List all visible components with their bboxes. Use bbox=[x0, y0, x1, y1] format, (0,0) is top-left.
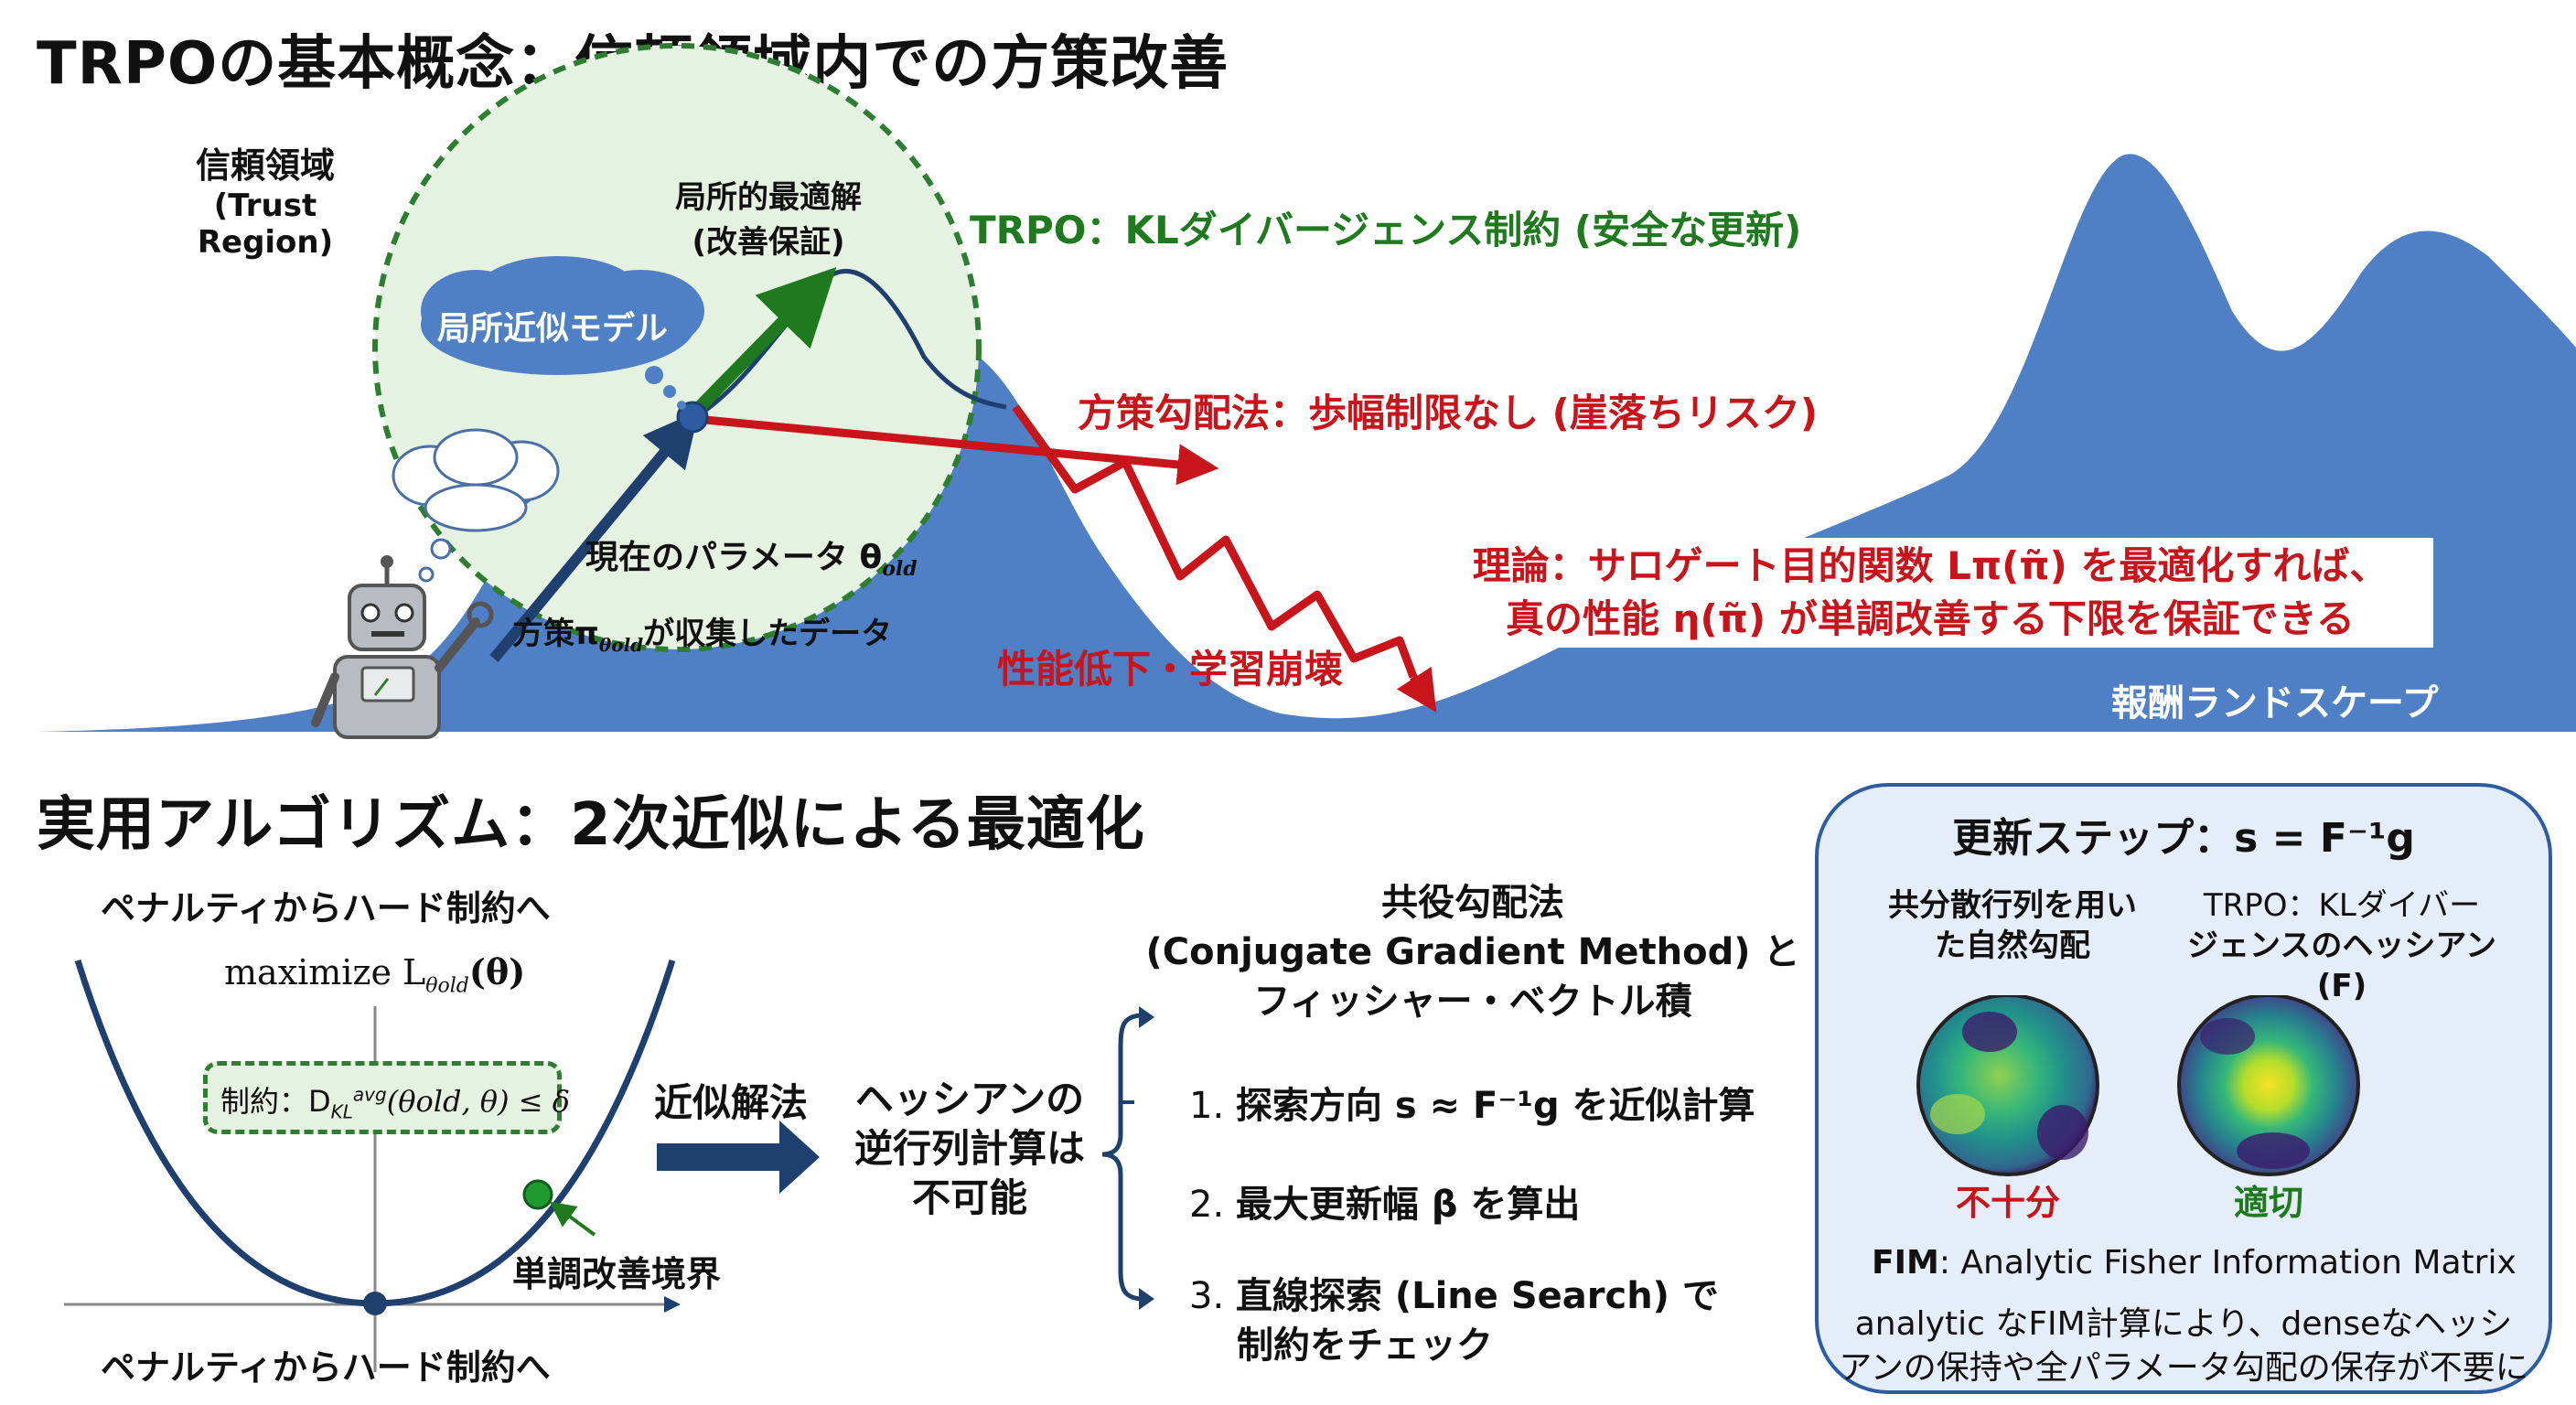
panel-left-label: 共分散行列を用い た自然勾配 bbox=[1888, 887, 2137, 964]
approx-arrow bbox=[657, 1121, 820, 1194]
heatmap-right bbox=[2177, 995, 2360, 1176]
appropriate-label: 適切 bbox=[2233, 1183, 2303, 1223]
landscape-label: 報酬ランドスケープ bbox=[2111, 682, 2439, 724]
approx-method-label: 近似解法 bbox=[654, 1080, 809, 1125]
step-2: 2. 最大更新幅 β を算出 bbox=[1189, 1184, 1581, 1226]
boundary-label: 単調改善境界 bbox=[512, 1254, 722, 1294]
insufficient-label: 不十分 bbox=[1955, 1183, 2060, 1223]
panel-title: 更新ステップ：s = F⁻¹g bbox=[1952, 815, 2415, 862]
heatmaps bbox=[1916, 995, 2360, 1176]
collapse-zigzag bbox=[1012, 404, 1418, 679]
panel-right-label: TRPO：KLダイバー ジェンスのヘッシアン (F) bbox=[2187, 887, 2496, 1004]
trust-region-label: 信頼領域 (Trust Region) bbox=[195, 145, 335, 261]
theory-box: 理論：サロゲート目的関数 Lπ(π̃) を最適化すれば、 真の性能 η(π̃) … bbox=[1427, 538, 2433, 648]
trpo-arrow bbox=[688, 266, 837, 418]
penalty-top-label: ペナルティからハード制約へ bbox=[101, 888, 551, 928]
boundary-pointer bbox=[549, 1201, 596, 1237]
cg-bracket bbox=[1101, 1013, 1144, 1302]
bottom-title: 実用アルゴリズム：2次近似による最適化 bbox=[37, 791, 1145, 859]
heatmap-left bbox=[1916, 995, 2099, 1176]
constraint-box: 制約：DKLavg(θold, θ) ≤ δ bbox=[203, 1061, 570, 1134]
policy-data-label: 方策πθoldが収集したデータ bbox=[512, 616, 893, 656]
speech-cloud-icon bbox=[421, 256, 704, 410]
param-arrow bbox=[489, 410, 700, 662]
step-1: 1. 探索方向 s ≈ F⁻¹g を近似計算 bbox=[1189, 1085, 1755, 1127]
boundary-point bbox=[522, 1179, 553, 1210]
local-optimum-label: 局所的最適解 (改善保証) bbox=[675, 179, 862, 261]
trpo-kl-label: TRPO：KLダイバージェンス制約 (安全な更新) bbox=[970, 208, 1802, 252]
fim-label: FIM: Analytic Fisher Information Matrix bbox=[1872, 1244, 2517, 1282]
local-approx-curve bbox=[693, 269, 1007, 420]
thought-cloud-icon bbox=[392, 428, 560, 583]
hessian-label: ヘッシアンの 逆行列計算は 不可能 bbox=[853, 1077, 1085, 1220]
collapse-label: 性能低下・学習崩壊 bbox=[997, 647, 1344, 692]
robot-icon bbox=[311, 555, 494, 739]
current-param-point bbox=[676, 401, 709, 434]
panel-note: analytic なFIM計算により、denseなヘッシ アンの保持や全パラメー… bbox=[1839, 1305, 2528, 1387]
current-param-label: 現在のパラメータ θold bbox=[585, 539, 918, 582]
cg-title: 共役勾配法 (Conjugate Gradient Method) と フィッシ… bbox=[1145, 882, 1800, 1023]
step-3: 3. 直線探索 (Line Search) で 制約をチェック bbox=[1189, 1275, 1719, 1367]
maximize-label: maximize Lθold(θ) bbox=[224, 951, 526, 998]
penalty-bottom-label: ペナルティからハード制約へ bbox=[101, 1347, 551, 1388]
local-model-label: 局所近似モデル bbox=[437, 310, 669, 348]
min-point bbox=[363, 1292, 387, 1315]
pg-arrow bbox=[694, 414, 1219, 486]
pg-label: 方策勾配法：歩幅制限なし (崖落ちリスク) bbox=[1078, 391, 1819, 435]
